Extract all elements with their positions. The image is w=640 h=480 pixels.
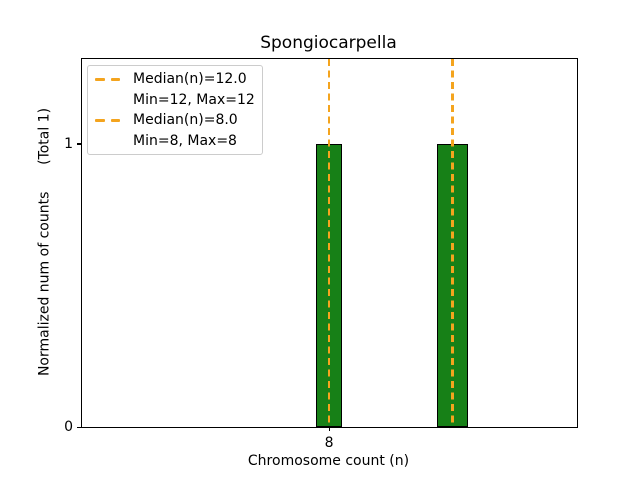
dashed-line-icon: [95, 77, 120, 81]
legend-label: Median(n)=8.0: [133, 112, 238, 129]
x-tick-mark: [328, 427, 330, 431]
y-tick-label: 0: [64, 419, 73, 435]
dashed-line-icon: [95, 118, 120, 122]
median-line: [327, 59, 331, 427]
plot-area: [81, 58, 578, 428]
legend-label: Min=8, Max=8: [133, 132, 237, 149]
legend-row: Median(n)=8.0: [95, 110, 254, 131]
legend-label: Min=12, Max=12: [133, 91, 255, 108]
x-axis-label: Chromosome count (n): [247, 453, 410, 469]
legend-row: Min=8, Max=8: [95, 131, 254, 152]
legend-label: Median(n)=12.0: [133, 71, 247, 88]
legend-row: Median(n)=12.0: [95, 69, 254, 90]
x-tick-label: 8: [324, 435, 334, 451]
y-tick-mark: [77, 426, 81, 428]
legend-row: Min=12, Max=12: [95, 90, 255, 111]
y-tick-mark: [77, 143, 81, 145]
y-tick-label: 1: [64, 135, 73, 152]
plot-title: Spongiocarpella: [260, 33, 397, 53]
median-line: [451, 59, 454, 427]
